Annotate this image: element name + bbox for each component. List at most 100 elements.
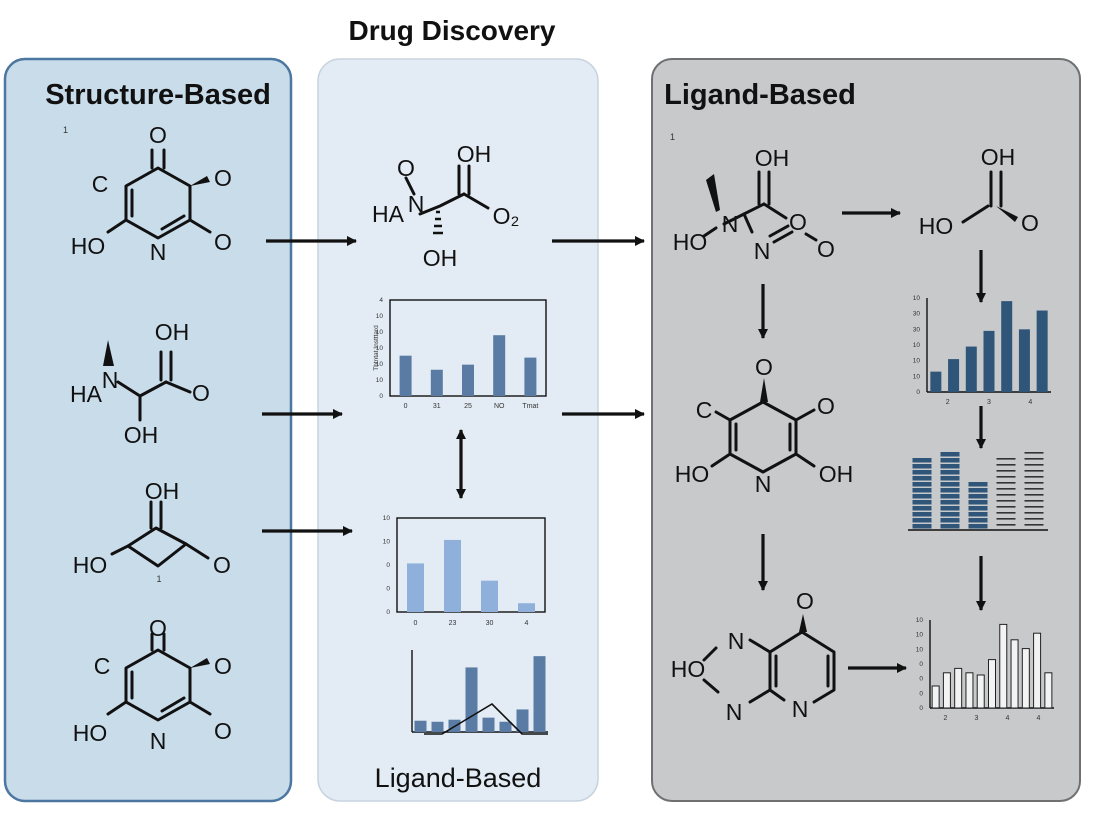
y-tick-label: 30 xyxy=(913,326,921,333)
ligand-based-panel xyxy=(651,58,1081,802)
x-tick-label: 0 xyxy=(414,620,418,627)
molecule-pyridinone-3: O C O HO N OH xyxy=(675,354,854,497)
bar-segment xyxy=(968,518,988,523)
svg-text:HA: HA xyxy=(372,201,405,227)
structure-based-heading: Structure-Based xyxy=(45,79,271,111)
structure-based-panel xyxy=(3,57,293,803)
bar-segment xyxy=(912,476,932,481)
chart-frame xyxy=(396,517,546,613)
bar-segment xyxy=(1024,518,1044,520)
bar-segment xyxy=(940,488,960,493)
svg-text:C: C xyxy=(92,171,109,197)
svg-text:OH: OH xyxy=(145,478,180,504)
y-tick-label: 0 xyxy=(919,661,923,668)
bar xyxy=(462,364,474,396)
bar xyxy=(1010,639,1019,709)
bar-segment xyxy=(968,500,988,505)
svg-text:O: O xyxy=(149,615,167,641)
molecule-nitro-compound: OH HO N O N O xyxy=(673,145,835,264)
bar xyxy=(444,539,461,612)
bar-segment xyxy=(940,518,960,523)
molecule-carboxylic-acid: OH HO O xyxy=(919,144,1039,239)
bar xyxy=(465,667,478,732)
bar xyxy=(516,709,529,732)
y-tick-label: 4 xyxy=(379,297,383,304)
bar xyxy=(482,717,495,732)
bar xyxy=(493,335,506,396)
bar-segment xyxy=(968,494,988,499)
x-tick-label: NO xyxy=(494,403,505,410)
bar xyxy=(399,355,412,396)
y-tick-label: 10 xyxy=(916,632,924,639)
bar xyxy=(965,672,974,709)
bar-segment xyxy=(996,464,1016,466)
svg-text:HO: HO xyxy=(671,656,706,682)
y-tick-label: 10 xyxy=(913,373,921,380)
x-tick-label: 23 xyxy=(449,620,457,627)
svg-text:N: N xyxy=(728,628,745,654)
svg-text:HO: HO xyxy=(73,720,108,746)
svg-text:O: O xyxy=(213,552,231,578)
svg-text:N: N xyxy=(408,191,425,217)
bar-segment xyxy=(1024,494,1044,496)
y-tick-label: 10 xyxy=(376,361,384,368)
svg-text:N: N xyxy=(726,699,743,725)
x-tick-label: Tmat xyxy=(522,403,538,410)
svg-text:N: N xyxy=(102,367,119,393)
bar-segment xyxy=(968,488,988,493)
svg-text:O₂: O₂ xyxy=(493,203,520,229)
bar-segment xyxy=(1024,482,1044,484)
bar-segment xyxy=(968,506,988,511)
svg-text:HO: HO xyxy=(73,552,108,578)
molecule-bicyclic: O N HO N N xyxy=(671,588,836,725)
y-tick-label: 0 xyxy=(919,705,923,712)
trend-line xyxy=(424,702,548,735)
bar xyxy=(407,563,424,612)
x-tick-label: 4 xyxy=(525,620,529,627)
bar-segment xyxy=(996,512,1016,514)
bar-segment xyxy=(996,506,1016,508)
bar-segment xyxy=(912,494,932,499)
svg-text:HO: HO xyxy=(919,213,954,239)
bar-segment xyxy=(1024,500,1044,502)
svg-text:O: O xyxy=(1021,210,1039,236)
svg-text:O: O xyxy=(755,354,773,380)
bar-segment xyxy=(996,482,1016,484)
bar xyxy=(1033,632,1042,709)
svg-text:1: 1 xyxy=(156,574,161,584)
bar xyxy=(976,674,985,709)
structure-based-note: 1 xyxy=(63,125,68,135)
y-tick-label: 10 xyxy=(376,377,384,384)
bar-segment xyxy=(968,482,988,487)
svg-text:N: N xyxy=(722,211,739,237)
molecule-pyridinone-1: O C O HO N O xyxy=(71,122,232,265)
y-tick-label: 10 xyxy=(913,358,921,365)
y-tick-label: 10 xyxy=(916,646,924,653)
bar xyxy=(1001,301,1013,392)
bar-segment xyxy=(940,458,960,463)
bar xyxy=(965,346,977,392)
bar xyxy=(533,656,546,732)
svg-text:N: N xyxy=(755,471,772,497)
bar-segment xyxy=(912,512,932,517)
bar-segment xyxy=(996,494,1016,496)
svg-text:OH: OH xyxy=(423,245,458,271)
y-tick-label: 0 xyxy=(386,586,390,593)
bar-segment xyxy=(940,464,960,469)
svg-text:N: N xyxy=(150,728,167,754)
x-tick-label: 3 xyxy=(987,399,991,406)
bar xyxy=(431,721,444,732)
y-tick-label: 0 xyxy=(916,389,920,396)
bar xyxy=(931,685,940,709)
molecule-amino-acid-mid: OH O HA N O₂ OH xyxy=(372,141,519,271)
diagram-title: Drug Discovery xyxy=(349,15,556,46)
bar-segment xyxy=(1024,476,1044,478)
y-tick-label: 10 xyxy=(916,617,924,624)
bar-segment xyxy=(940,506,960,511)
bar xyxy=(1044,672,1053,709)
svg-text:O: O xyxy=(214,165,232,191)
bar-segment xyxy=(912,482,932,487)
